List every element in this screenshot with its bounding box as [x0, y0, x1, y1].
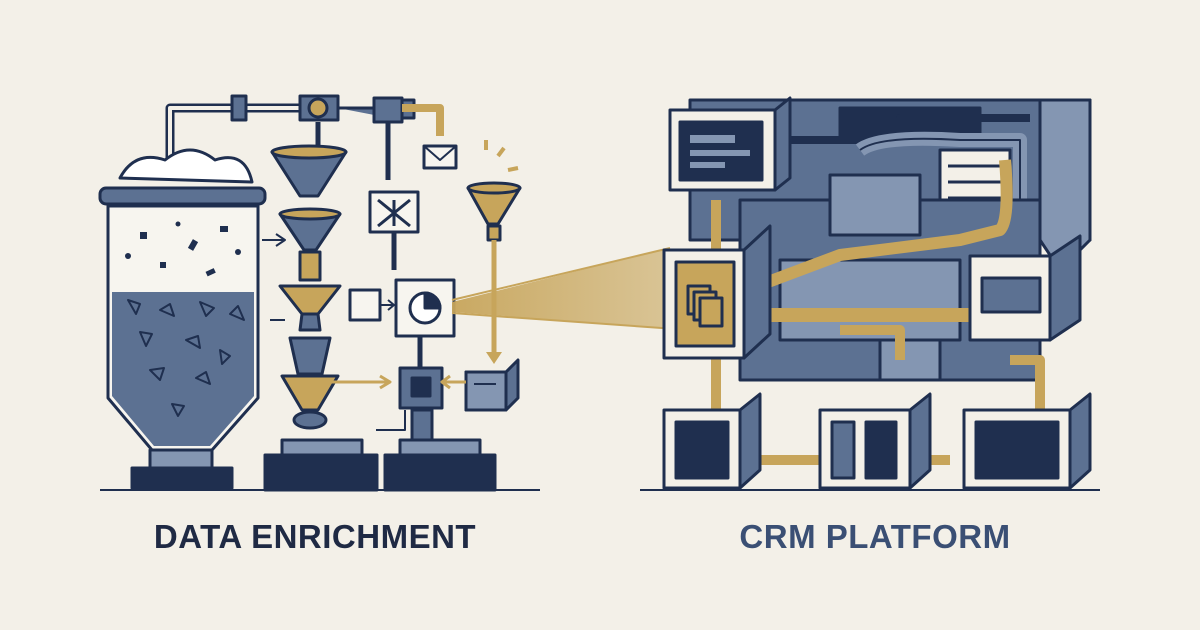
caption-data-enrichment: DATA ENRICHMENT [153, 518, 477, 555]
document-stack-icon [686, 284, 724, 328]
enrichment-machine [98, 94, 540, 492]
caption-crm-platform: CRM PLATFORM [739, 518, 1011, 555]
funnel-icon [270, 144, 348, 430]
crm-platform [640, 96, 1100, 491]
server-block-icon [464, 358, 520, 412]
pie-chart-icon [394, 278, 456, 338]
hopper-icon [98, 148, 267, 490]
envelope-icon [422, 144, 458, 170]
data-beam [451, 247, 691, 331]
